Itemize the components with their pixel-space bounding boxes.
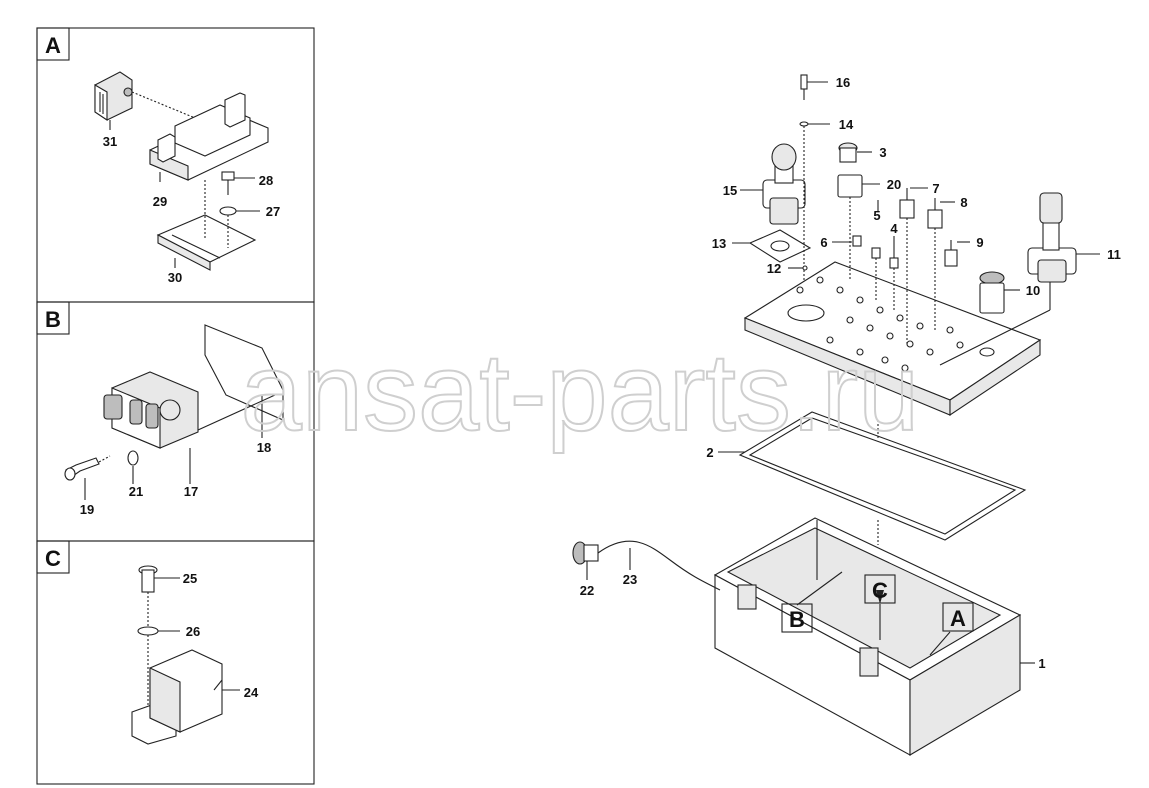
inset-a-tag: A bbox=[45, 33, 61, 58]
callout-1: 1 bbox=[1038, 656, 1045, 671]
callout-9: 9 bbox=[976, 235, 983, 250]
callout-10: 10 bbox=[1026, 283, 1040, 298]
callout-15: 15 bbox=[723, 183, 737, 198]
buzzer-drawing bbox=[131, 565, 240, 745]
callout-4: 4 bbox=[890, 221, 898, 236]
inset-b-tag: B bbox=[45, 307, 61, 332]
callout-25: 25 bbox=[183, 571, 197, 586]
callout-30: 30 bbox=[168, 270, 182, 285]
callout-3: 3 bbox=[879, 145, 886, 160]
callout-8: 8 bbox=[960, 195, 967, 210]
main-tag-b: B bbox=[789, 607, 805, 632]
callout-23: 23 bbox=[623, 572, 637, 587]
watermark: ansat-parts.ru bbox=[241, 331, 920, 454]
relay-module-drawing bbox=[94, 71, 269, 271]
view-reference-tags: B C A bbox=[781, 571, 974, 656]
callout-11: 11 bbox=[1107, 247, 1121, 262]
inset-c-tag: C bbox=[45, 546, 61, 571]
inset-c: C bbox=[36, 540, 315, 785]
callout-13: 13 bbox=[712, 236, 726, 251]
callout-31: 31 bbox=[103, 134, 117, 149]
callout-27: 27 bbox=[266, 204, 280, 219]
callout-28: 28 bbox=[259, 173, 273, 188]
callout-7: 7 bbox=[932, 181, 939, 196]
callout-2: 2 bbox=[706, 445, 713, 460]
callout-20: 20 bbox=[887, 177, 901, 192]
callout-6: 6 bbox=[820, 235, 827, 250]
main-tag-a: A bbox=[950, 606, 966, 631]
socket-drawing bbox=[64, 324, 284, 500]
main-tag-c: C bbox=[872, 578, 888, 603]
callout-19: 19 bbox=[80, 502, 94, 517]
callout-18: 18 bbox=[257, 440, 271, 455]
callout-22: 22 bbox=[580, 583, 594, 598]
callout-5: 5 bbox=[873, 208, 880, 223]
callout-26: 26 bbox=[186, 624, 200, 639]
callout-21: 21 bbox=[129, 484, 143, 499]
callout-14: 14 bbox=[839, 117, 854, 132]
callout-29: 29 bbox=[153, 194, 167, 209]
control-box-drawing bbox=[572, 74, 1100, 756]
callout-12: 12 bbox=[767, 261, 781, 276]
callout-17: 17 bbox=[184, 484, 198, 499]
callout-24: 24 bbox=[244, 685, 259, 700]
callout-16: 16 bbox=[836, 75, 850, 90]
